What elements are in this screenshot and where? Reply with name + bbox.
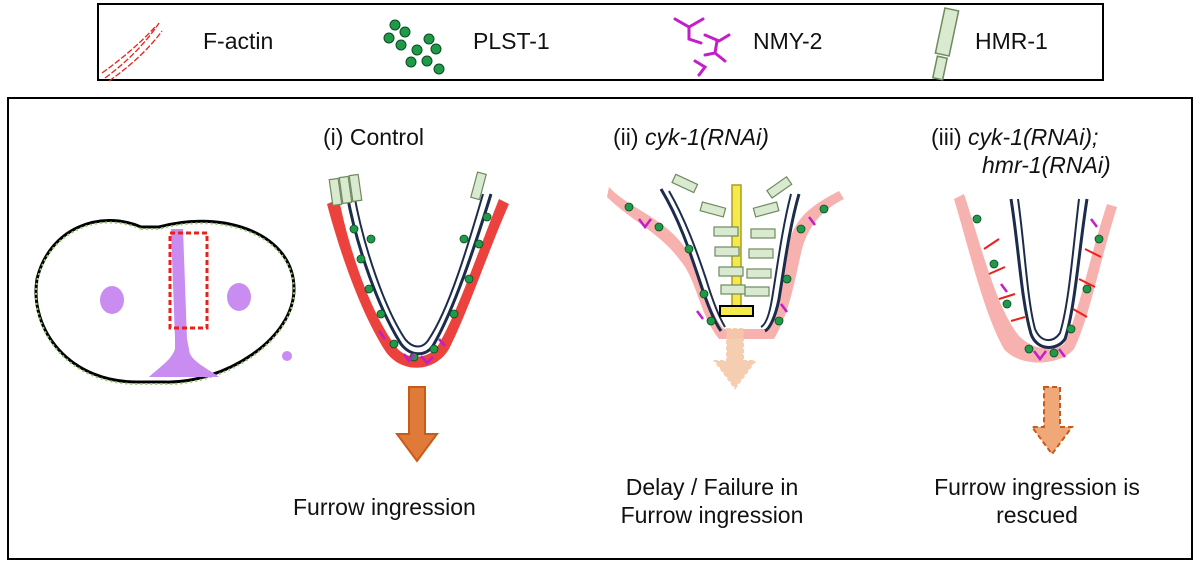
outcome-cyk-1-line1: Delay / Failure in [625,474,799,500]
cyk-1-arrow [713,328,757,390]
nmy-2-icon [673,17,731,77]
right-nucleus [227,283,251,311]
cyk-1-furrow [607,173,844,390]
legend-label-hmr-1: HMR-1 [975,28,1048,54]
f-actin-icon [101,22,163,82]
midbody-cap [719,305,754,317]
zoom-region-box [168,231,209,330]
panel-title-control: (i) Control [323,124,424,150]
legend-label-f-actin: F-actin [203,28,274,54]
double-rnai-furrow [954,194,1117,456]
control-furrow [327,171,509,463]
panel-title-double-rnai: (iii) cyk-1(RNAi); [931,124,1099,150]
legend-label-nmy-2: NMY-2 [753,28,823,54]
panel-title-double-rnai-line2: hmr-1(RNAi) [982,152,1111,178]
legend-icons [101,7,960,82]
outcome-control: Furrow ingression [293,494,476,520]
legend-label-plst-1: PLST-1 [473,28,550,54]
plst-1-icon [383,19,445,75]
double-rnai-arrow [1030,386,1074,456]
hmr-1-icon [931,7,960,81]
diagram-drawing [34,171,1117,463]
diagram-box: (i) Control (ii) cyk-1(RNAi) (iii) cyk-1… [7,97,1193,560]
legend-box: F-actin PLST-1 NMY-2 HMR-1 [97,3,1104,82]
control-arrow [395,386,439,463]
outcome-double-rnai-line2: rescued [996,502,1078,528]
outcome-cyk-1-line2: Furrow ingression [620,502,804,528]
embryo-overview [34,219,296,386]
furrow-region [149,229,219,377]
outcome-double-rnai-line1: Furrow ingression is [934,474,1140,500]
panel-title-cyk-1: (ii) cyk-1(RNAi) [613,124,769,150]
left-nucleus [100,286,124,314]
